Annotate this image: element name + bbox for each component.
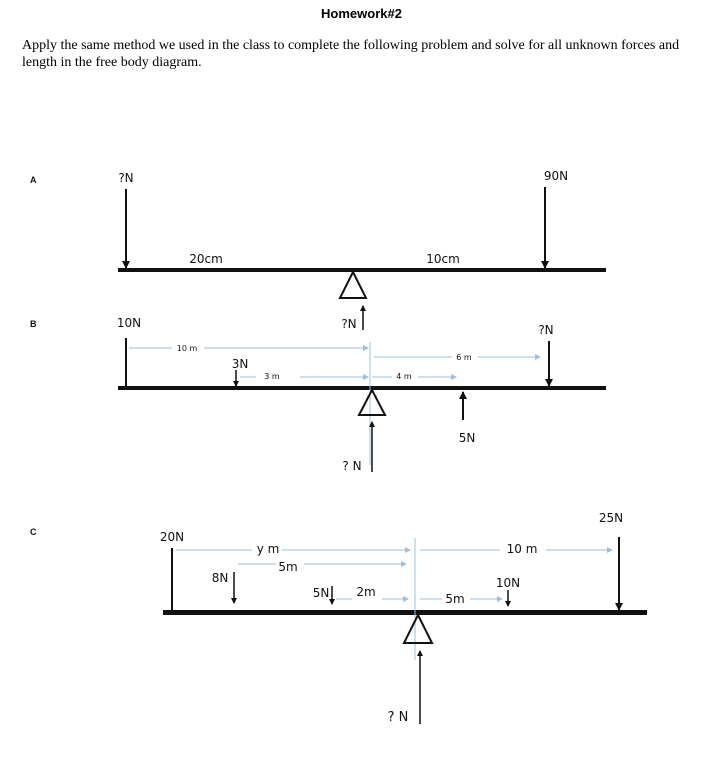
fulcrum-b [357, 387, 387, 416]
length-label-a-right: 10cm [426, 252, 460, 266]
force-label-c-8n: 8N [212, 571, 229, 585]
section-label-c: C [30, 527, 37, 537]
length-label-c-5m-upper: 5m [278, 560, 297, 574]
length-label-b-4m: 4 m [396, 372, 412, 381]
force-label-a-left: ?N [118, 171, 133, 185]
diagram-b: B 10N ?N 10 m 3N 3 m 4 m 6 m ? N 5N [30, 316, 606, 473]
support-force-label-b: ? N [342, 459, 361, 473]
force-label-c-left: 20N [160, 530, 184, 544]
length-label-c-ym: y m [257, 542, 280, 556]
force-label-b-right: ?N [538, 323, 553, 337]
force-label-b-5n: 5N [459, 431, 476, 445]
section-label-b: B [30, 319, 37, 329]
length-label-b-6m: 6 m [456, 353, 472, 362]
force-label-b-3n: 3N [232, 357, 249, 371]
page-title: Homework#2 [321, 6, 402, 21]
support-force-label-a: ?N [341, 317, 356, 331]
instructions-text: Apply the same method we used in the cla… [22, 38, 680, 70]
beam-a [118, 268, 606, 272]
force-label-c-right: 25N [599, 511, 623, 525]
beam-c [163, 610, 647, 615]
force-label-b-left: 10N [117, 316, 141, 330]
section-label-a: A [30, 175, 37, 185]
fulcrum-c [402, 612, 434, 644]
support-force-label-c: ? N [388, 710, 409, 725]
length-label-c-2m: 2m [356, 585, 375, 599]
force-label-c-5n: 5N [313, 586, 330, 600]
force-label-c-10n: 10N [496, 576, 520, 590]
beam-b [118, 386, 606, 390]
fulcrum-a [338, 269, 368, 299]
diagram-c: C 20N 25N y m 8N 5m 5N 2m 5m 10 m 10N ? … [30, 511, 647, 725]
length-label-b-10m: 10 m [177, 344, 198, 353]
length-label-c-5m-lower: 5m [445, 592, 464, 606]
diagram-a: A ?N 90N 20cm 10cm ?N [30, 169, 606, 331]
length-label-a-left: 20cm [189, 252, 223, 266]
force-label-a-right: 90N [544, 169, 568, 183]
length-label-b-3m: 3 m [264, 372, 280, 381]
length-label-c-10m: 10 m [507, 542, 538, 556]
